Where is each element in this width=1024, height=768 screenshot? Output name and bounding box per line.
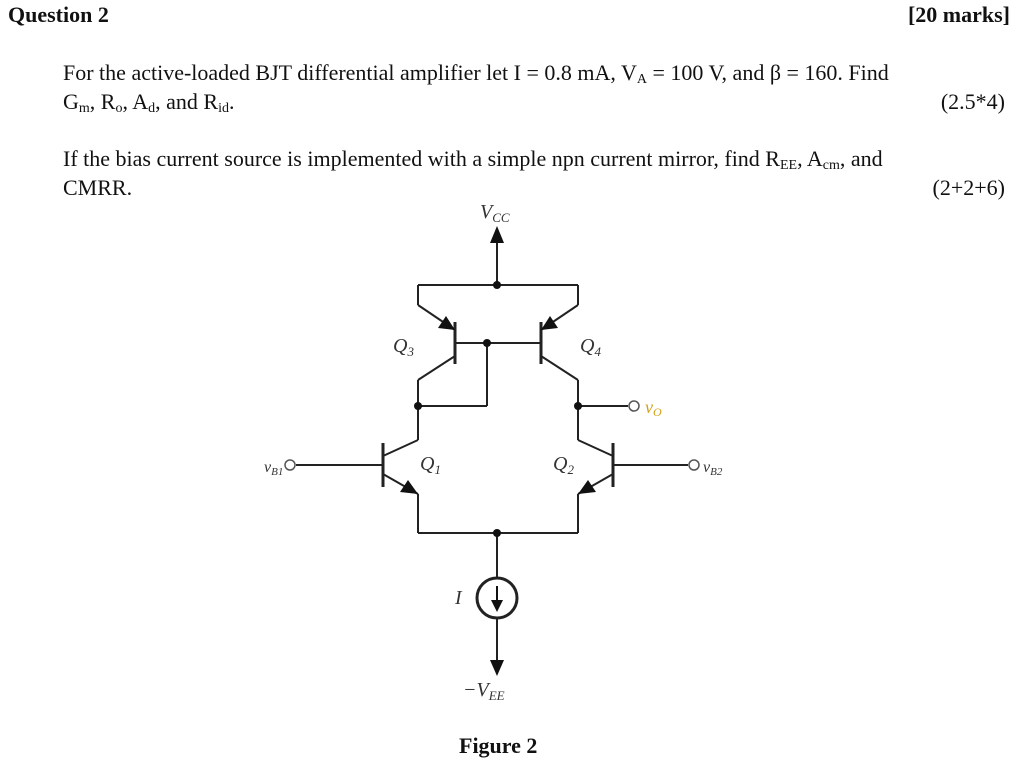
ro-symbol: , R bbox=[89, 89, 116, 114]
part1-line1: For the active-loaded BJT differential a… bbox=[63, 58, 1005, 87]
part1-text-b: = 100 V, and β = 160. Find bbox=[647, 60, 889, 85]
junction-dot bbox=[414, 402, 422, 410]
current-label: I bbox=[454, 587, 463, 609]
part1-paragraph: For the active-loaded BJT differential a… bbox=[63, 58, 1005, 116]
junction-dot bbox=[493, 281, 501, 289]
diff-amp-schematic: VCC Q3 Q4 Q1 Q2 vB1 vB2 vO I −VEE bbox=[264, 201, 723, 703]
ree-subscript: EE bbox=[779, 158, 798, 173]
part2-points: (2+2+6) bbox=[932, 175, 1005, 200]
q2-collector bbox=[577, 439, 614, 457]
gm-symbol: G bbox=[63, 89, 79, 114]
ad-subscript: d bbox=[148, 101, 156, 116]
vb2-label: vB2 bbox=[703, 459, 723, 478]
part1-period: . bbox=[229, 89, 235, 114]
part1-quantities: Gm, Ro, Ad, and Rid. bbox=[63, 87, 235, 116]
gm-subscript: m bbox=[78, 101, 90, 116]
part1-points: (2.5*4) bbox=[940, 89, 1005, 114]
vcc-arrow bbox=[490, 226, 504, 243]
vb2-terminal bbox=[688, 459, 700, 471]
q1-emitter-arrow bbox=[400, 480, 418, 494]
q3-label: Q3 bbox=[393, 335, 414, 359]
vcc-label: VCC bbox=[480, 201, 510, 225]
vo-terminal bbox=[628, 400, 640, 412]
part2-text: If the bias current source is implemente… bbox=[63, 146, 780, 171]
ad-symbol: , A bbox=[122, 89, 149, 114]
part1-line2: Gm, Ro, Ad, and Rid. (2.5*4) bbox=[63, 87, 1005, 116]
q2-label: Q2 bbox=[553, 453, 574, 477]
junction-dot bbox=[574, 402, 582, 410]
cmrr-text: CMRR. bbox=[63, 175, 133, 200]
rid-subscript: id bbox=[218, 101, 229, 116]
question-marks: [20 marks] bbox=[907, 2, 1010, 27]
q1-label: Q1 bbox=[420, 453, 441, 477]
part2-line1: If the bias current source is implemente… bbox=[63, 144, 1005, 173]
vee-arrow bbox=[490, 660, 504, 676]
q3-collector bbox=[417, 355, 456, 381]
q4-label: Q4 bbox=[580, 335, 601, 359]
figure-caption: Figure 2 bbox=[459, 733, 538, 758]
ro-subscript: o bbox=[115, 101, 123, 116]
va-subscript: A bbox=[636, 72, 647, 87]
q1-collector bbox=[382, 439, 419, 457]
acm-subscript: cm bbox=[822, 158, 840, 173]
part2-line2: CMRR. (2+2+6) bbox=[63, 173, 1005, 202]
q4-emitter-arrow bbox=[541, 316, 558, 330]
q4-collector bbox=[540, 355, 579, 381]
q3-emitter-arrow bbox=[438, 316, 455, 330]
q2-emitter-arrow bbox=[578, 480, 596, 494]
part2-paragraph: If the bias current source is implemente… bbox=[63, 144, 1005, 202]
vb1-label: vB1 bbox=[264, 459, 283, 478]
junction-dot bbox=[493, 529, 501, 537]
part1-text: For the active-loaded BJT differential a… bbox=[63, 60, 637, 85]
vee-label: −VEE bbox=[463, 679, 505, 703]
vb1-terminal bbox=[284, 459, 296, 471]
junction-dot bbox=[483, 339, 491, 347]
acm-symbol: , A bbox=[797, 146, 823, 171]
rid-symbol: , and R bbox=[155, 89, 219, 114]
part2-end: , and bbox=[839, 146, 883, 171]
question-title: Question 2 bbox=[8, 2, 109, 27]
vo-label: vO bbox=[645, 397, 662, 419]
